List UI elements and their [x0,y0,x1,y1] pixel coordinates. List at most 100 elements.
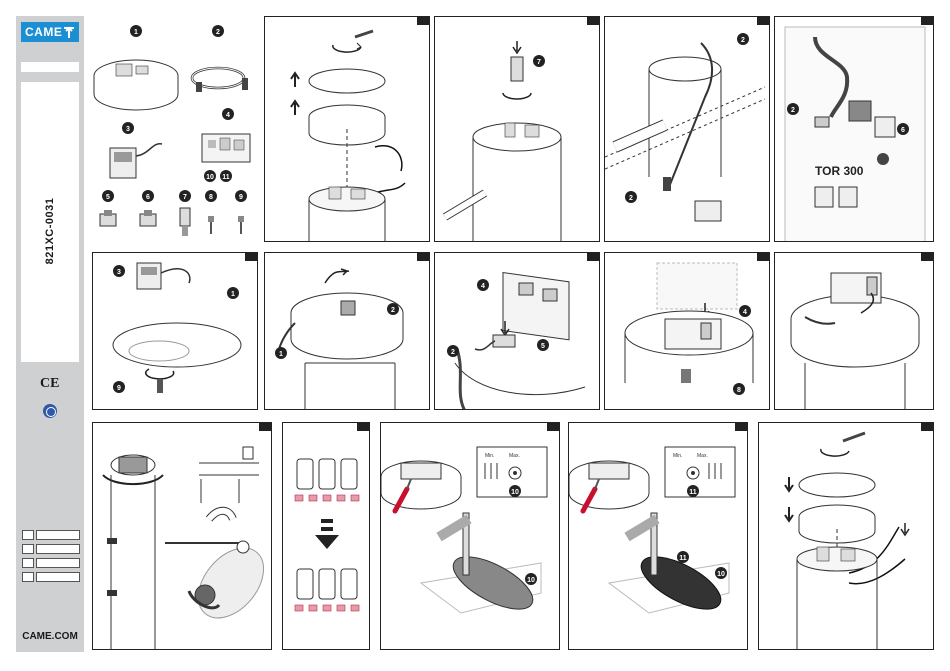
callout: 11 [687,485,699,497]
callout: 3 [122,122,134,134]
callout: 1 [130,25,142,37]
panel-reassemble [758,422,934,650]
kit-parts-illustration: 1 2 3 4 5 6 7 8 9 11 10 [90,16,262,242]
callout: 2 [787,103,799,115]
step-illustration: 2 1 [265,253,430,410]
panel-tor300-connection: TOR 300 2 6 [774,16,934,242]
callout: 11 [677,551,689,563]
step-illustration [775,253,934,410]
callout: 4 [222,108,234,120]
step-illustration: Min. Max. 10 10 [381,423,560,650]
callout: 9 [113,381,125,393]
panel-insert-encoder: 7 [434,16,600,242]
part-connector-a [100,210,116,226]
step-illustration [265,17,430,242]
step-illustration: 3 1 9 [93,253,258,410]
panel-adjust-min: Min. Max. 10 10 [380,422,560,650]
brand-name: CAME [25,25,62,39]
svg-text:11: 11 [689,489,697,496]
came-logo: CAME [21,22,79,42]
svg-text:1: 1 [134,29,138,36]
svg-text:11: 11 [222,174,230,181]
svg-text:2: 2 [629,195,633,202]
panel-cable-routing: 2 2 [604,16,770,242]
svg-text:7: 7 [537,59,541,66]
svg-text:4: 4 [226,112,230,119]
callout: 4 [477,279,489,291]
svg-text:2: 2 [791,107,795,114]
panel-column-install [92,422,272,650]
panel-mount-encoder: 3 1 9 [92,252,258,410]
arrow-down-icon [315,519,339,549]
svg-text:5: 5 [106,194,110,201]
svg-text:2: 2 [391,307,395,314]
panel-fit-cover: 2 1 [264,252,430,410]
svg-text:4: 4 [743,309,747,316]
callout: 11 [220,170,232,182]
website-label: CAME.COM [16,627,84,647]
document-code: 821XC-0031 [42,186,58,276]
svg-text:10: 10 [206,174,214,181]
part-control-board [202,134,250,162]
language-row [22,572,80,582]
max-label: Max. [509,453,520,459]
callout: 5 [537,339,549,351]
sidebar: CAME 821XC-0031 CE [16,16,84,652]
part-connector-b [140,210,156,226]
step-illustration: 4 2 5 [435,253,600,410]
min-label: Min. [485,453,494,459]
callout: 10 [204,170,216,182]
callout: 2 [387,303,399,315]
svg-text:10: 10 [717,571,725,578]
panel-adjust-max: Min. Max. 11 11 10 [568,422,748,650]
panel-dip-switch [282,422,370,650]
callout: 3 [113,265,125,277]
panel-remove-cover [264,16,430,242]
svg-text:7: 7 [183,194,187,201]
svg-text:2: 2 [451,349,455,356]
step-illustration: 4 8 [605,253,770,410]
callout: 10 [525,573,537,585]
callout: 1 [227,287,239,299]
panel-install-board: 4 8 [604,252,770,410]
svg-text:1: 1 [279,351,283,358]
svg-text:3: 3 [126,126,130,133]
svg-text:6: 6 [146,194,150,201]
language-row [22,558,80,568]
svg-text:2: 2 [741,37,745,44]
callout: 4 [739,305,751,317]
step-illustration [759,423,934,650]
callout: 8 [733,383,745,395]
svg-text:1: 1 [231,291,235,298]
came-logo-icon [63,25,75,39]
step-illustration [283,423,370,650]
callout: 2 [212,25,224,37]
part-cover [94,60,178,110]
part-encoder [110,144,162,178]
callout: 10 [715,567,727,579]
callout: 10 [509,485,521,497]
svg-text:2: 2 [216,29,220,36]
svg-text:9: 9 [117,385,121,392]
callout: 2 [625,191,637,203]
dip-switch-before [295,459,359,501]
sidebar-label-box [21,62,79,72]
panel-connect-wiring [774,252,934,410]
step-illustration: 2 2 [605,17,770,242]
callout: 1 [275,347,287,359]
callout: 7 [179,190,191,202]
svg-text:10: 10 [527,577,535,584]
svg-text:5: 5 [541,343,545,350]
callout: 7 [533,55,545,67]
callout: 2 [737,33,749,45]
svg-text:6: 6 [901,127,905,134]
part-screw-a [208,216,214,234]
callout: 6 [897,123,909,135]
callout: 9 [235,190,247,202]
part-screw-b [238,216,244,234]
panel-connect-board: 4 2 5 [434,252,600,410]
svg-text:8: 8 [737,387,741,394]
language-row [22,530,80,540]
dip-switch-after [295,569,359,611]
max-label: Max. [697,453,708,459]
